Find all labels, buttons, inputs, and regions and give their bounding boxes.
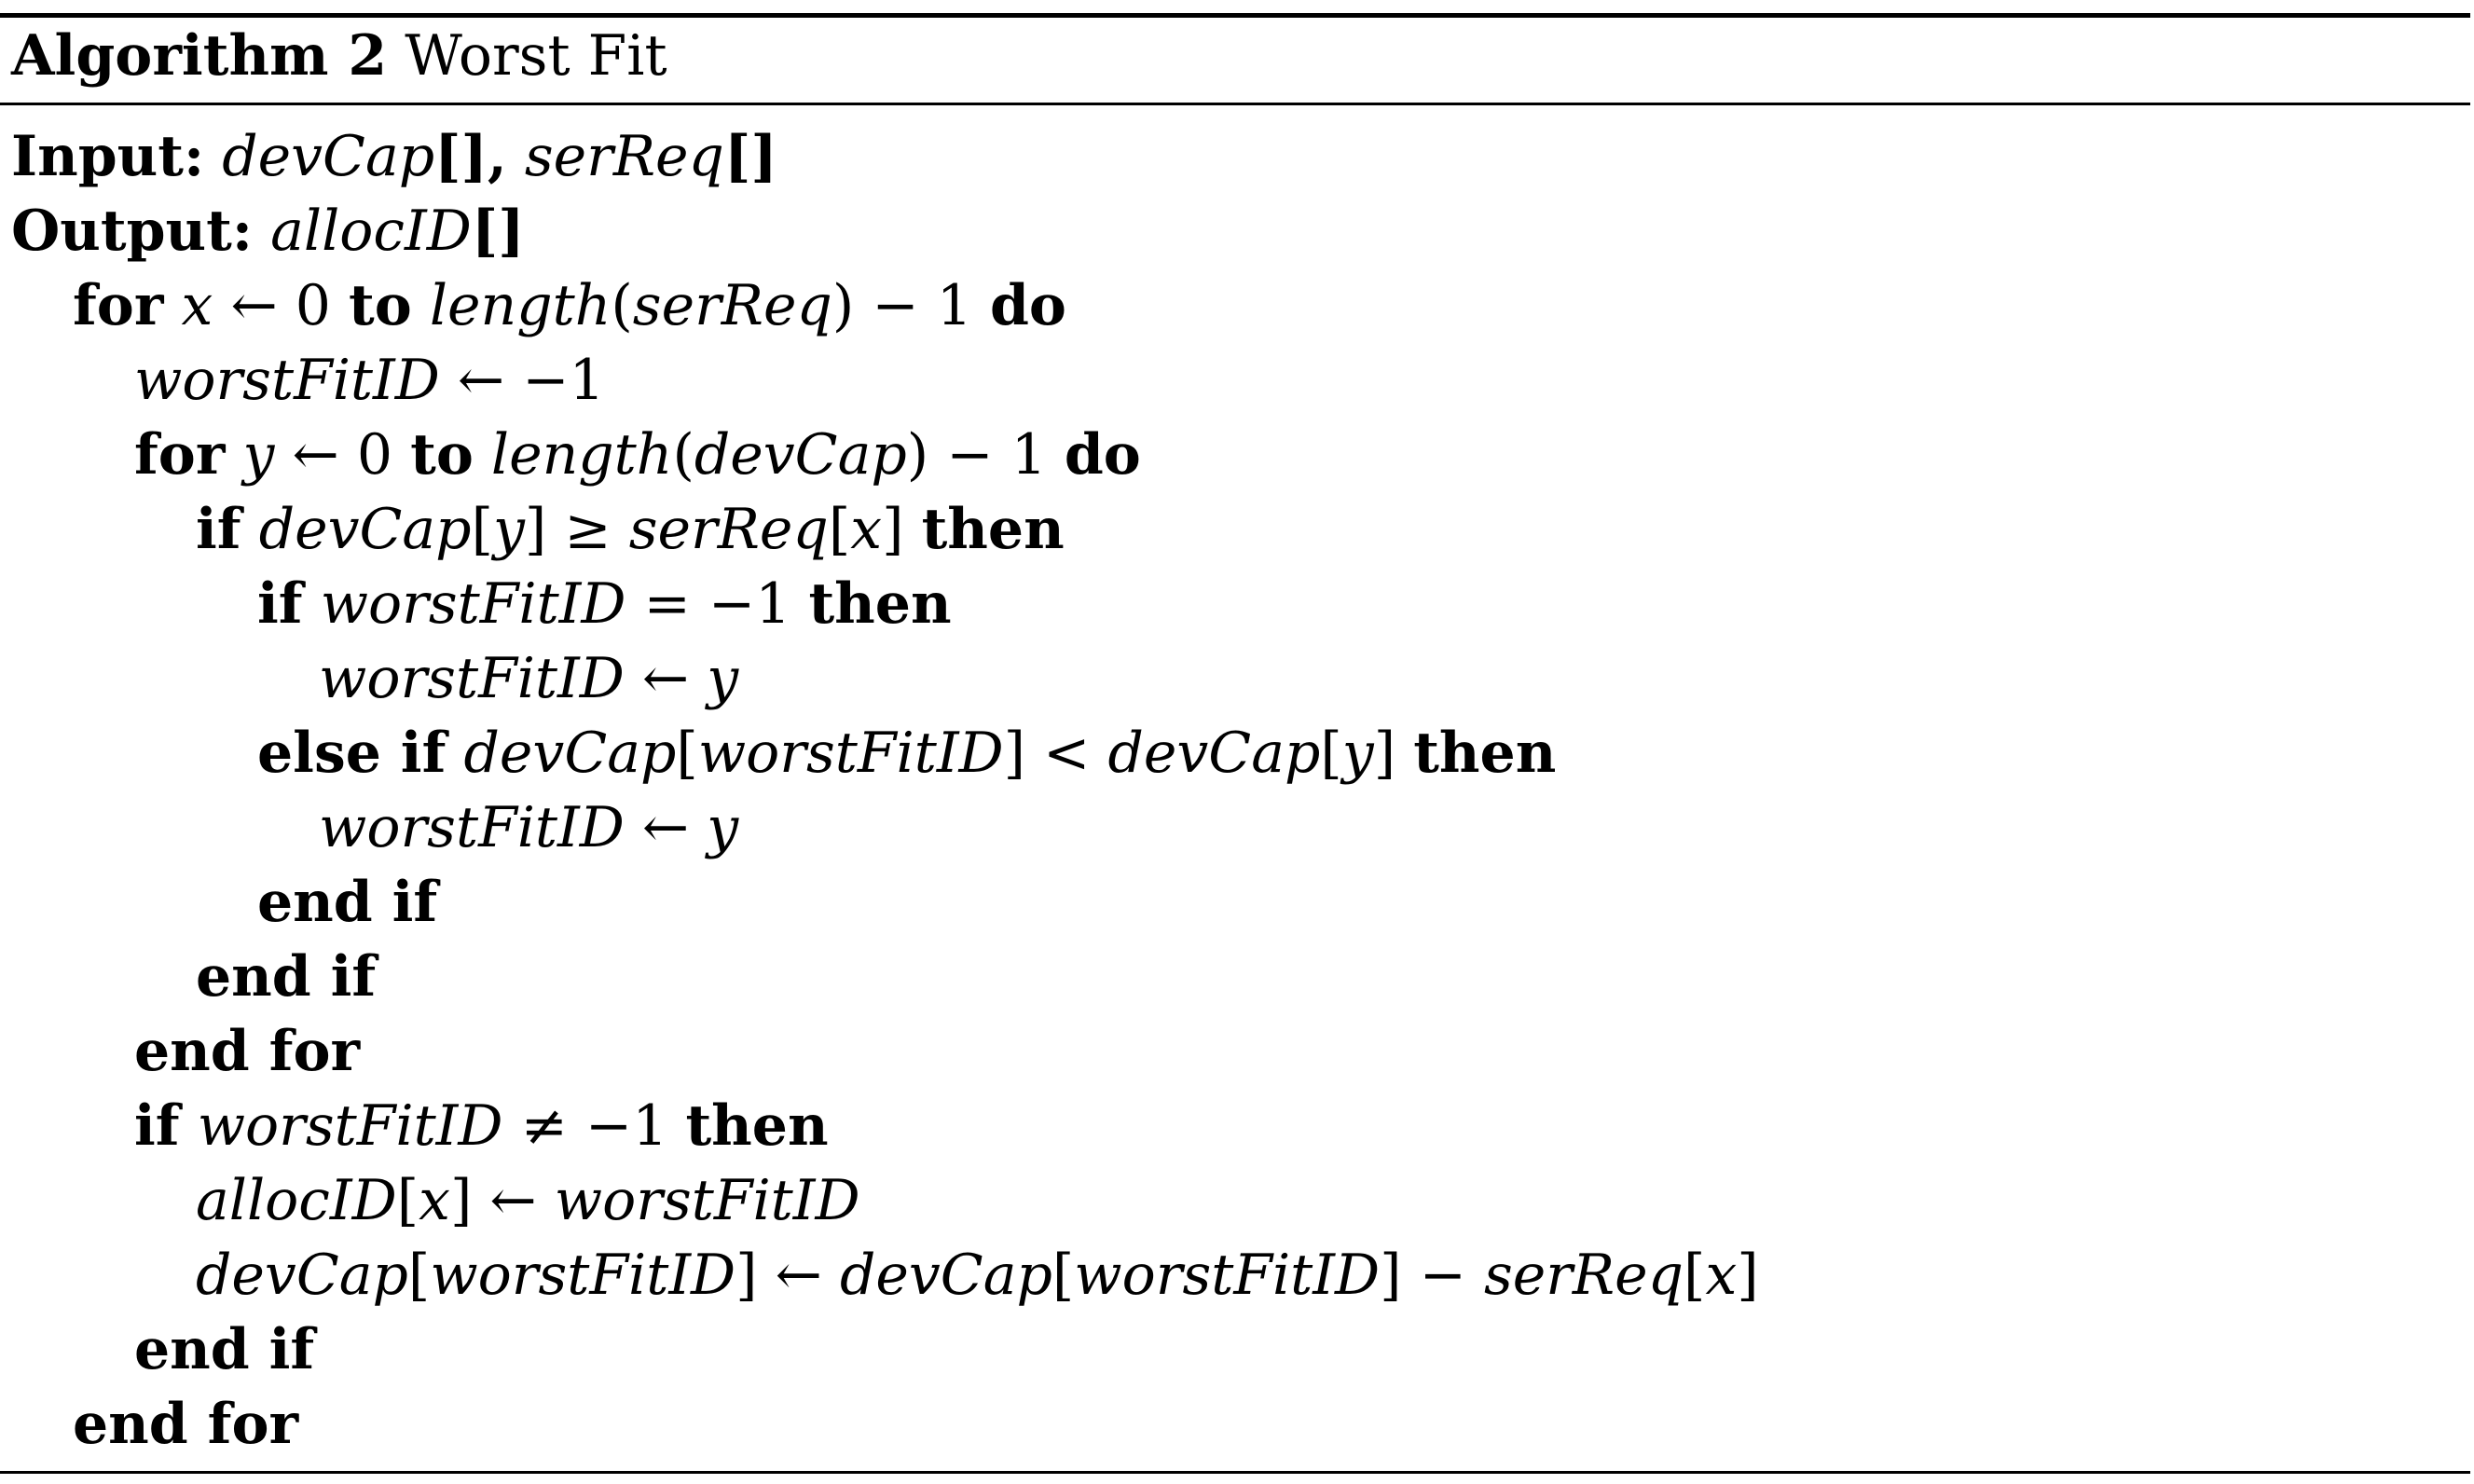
identifier: serReq: [632, 273, 832, 338]
identifier: worstFitID: [319, 646, 625, 711]
keyword: end if: [134, 1317, 315, 1382]
output-line: Output: allocID[]: [11, 194, 1759, 268]
keyword: then: [921, 497, 1065, 562]
identifier: devCap: [258, 497, 472, 562]
end-if-line: end if: [11, 865, 1759, 940]
identifier: y: [493, 497, 525, 562]
identifier: serReq: [628, 497, 829, 562]
identifier: x: [1705, 1243, 1738, 1308]
end-if-line: end if: [11, 940, 1759, 1014]
keyword: to: [410, 422, 474, 488]
identifier: allocID: [196, 1168, 397, 1233]
identifier: y: [707, 795, 739, 860]
found-check-line: if worstFitID ≠ −1 then: [134, 1093, 829, 1159]
keyword: Input:: [11, 124, 205, 189]
end-for-line: end for: [11, 1387, 1759, 1462]
outer-for-line: for x ← 0 to length(serReq) − 1 do: [73, 273, 1066, 338]
identifier: worstFitID: [430, 1243, 736, 1308]
keyword: if: [134, 1093, 180, 1159]
end-if-line: end if: [11, 1312, 1759, 1387]
keyword: do: [1064, 422, 1141, 488]
identifier: y: [707, 646, 739, 711]
algorithm-caption: Algorithm 2 Worst Fit: [11, 21, 667, 91]
keyword: then: [1413, 721, 1557, 786]
keyword: then: [685, 1093, 829, 1159]
identifier: x: [419, 1168, 450, 1233]
keyword: to: [349, 273, 412, 338]
identifier: devCap: [463, 721, 677, 786]
keyword: []: [471, 199, 525, 264]
keyword: Output:: [11, 199, 254, 264]
identifier: worstFitID: [554, 1168, 860, 1233]
identifier: devCap: [222, 124, 435, 189]
bottom-rule: [0, 1471, 2470, 1474]
keyword: end if: [196, 944, 377, 1010]
capacity-check-line: if devCap[y] ≥ serReq[x] then: [196, 497, 1065, 562]
assign-line: worstFitID ← y: [319, 795, 739, 860]
algorithm-title: Worst Fit: [405, 23, 667, 89]
input-line: Input: devCap[], serReq[]: [11, 119, 1759, 194]
identifier: worstFitID: [134, 348, 440, 413]
keyword: else if: [257, 721, 447, 786]
inner-for-line: for y ← 0 to length(devCap) − 1 do: [134, 422, 1141, 488]
assign-line: worstFitID ← y: [319, 646, 739, 711]
keyword: then: [808, 571, 952, 637]
init-worstfit-line: worstFitID ← −1: [134, 348, 605, 413]
identifier: y: [1341, 721, 1374, 786]
identifier: allocID: [270, 199, 472, 264]
capacity-update-line: devCap[worstFitID] ← devCap[worstFitID] …: [196, 1243, 1759, 1308]
identifier: worstFitID: [320, 571, 626, 637]
caption-rule: [0, 103, 2470, 105]
identifier: length: [490, 422, 673, 488]
else-if-line: else if devCap[worstFitID] < devCap[y] t…: [257, 721, 1557, 786]
keyword: if: [257, 571, 303, 637]
identifier: devCap: [1107, 721, 1321, 786]
algorithm-body: Input: devCap[], serReq[] Output: allocI…: [11, 119, 1759, 1462]
identifier: serReq: [524, 124, 724, 189]
identifier: worstFitID: [1074, 1243, 1381, 1308]
keyword: if: [196, 497, 241, 562]
top-rule: [0, 13, 2470, 18]
keyword: do: [989, 273, 1066, 338]
identifier: serReq: [1483, 1243, 1684, 1308]
identifier: x: [850, 497, 883, 562]
identifier: length: [429, 273, 612, 338]
alloc-assign-line: allocID[x] ← worstFitID: [196, 1168, 860, 1233]
identifier: worstFitID: [697, 721, 1004, 786]
end-for-line: end for: [11, 1014, 1759, 1089]
identifier: y: [242, 422, 275, 488]
identifier: worstFitID: [197, 1093, 503, 1159]
identifier: x: [181, 273, 213, 338]
keyword: for: [134, 422, 226, 488]
keyword: end if: [257, 870, 438, 935]
keyword: []: [723, 124, 777, 189]
identifier: devCap: [694, 422, 907, 488]
identifier: worstFitID: [319, 795, 625, 860]
identifier: devCap: [839, 1243, 1052, 1308]
keyword: [],: [434, 124, 507, 189]
first-fit-check-line: if worstFitID = −1 then: [257, 571, 952, 637]
keyword: for: [73, 273, 164, 338]
keyword: end for: [73, 1392, 299, 1457]
keyword: end for: [134, 1019, 361, 1084]
algorithm-label: Algorithm 2: [11, 23, 388, 89]
identifier: devCap: [196, 1243, 408, 1308]
